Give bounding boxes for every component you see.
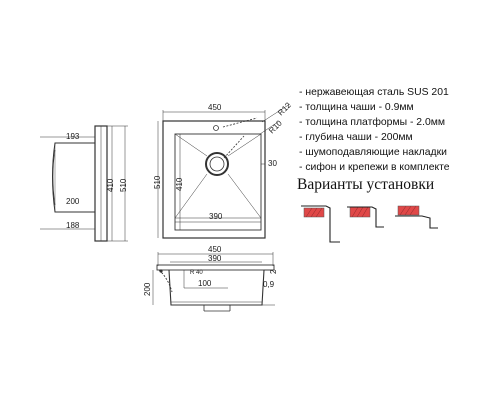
front-width-450-label: 450	[208, 245, 222, 254]
front-small-40-label: 40	[196, 270, 203, 276]
front-depth-label: 200	[143, 282, 152, 296]
front-step-label: 2	[269, 269, 278, 274]
offset-30-label: 30	[268, 159, 277, 168]
side-view	[40, 125, 128, 242]
spec-item: - глубина чаши - 200мм	[299, 132, 413, 143]
spec-item: - толщина чаши - 0.9мм	[299, 102, 414, 113]
spec-item: - сифон и крепежи в комплекте	[299, 162, 450, 173]
spec-item: - нержавеющая сталь SUS 201	[299, 87, 449, 98]
top-view	[157, 103, 291, 239]
spec-item: - толщина платформы - 2.0мм	[299, 117, 446, 128]
top-view-leaders	[222, 117, 258, 159]
undermount-install-icon	[395, 205, 438, 229]
front-drain-label: 100	[198, 279, 212, 288]
front-view-marker	[159, 269, 163, 273]
bowl-height-label: 410	[175, 177, 184, 191]
front-thickness-label: 0,9	[263, 280, 275, 289]
side-height-410-label: 410	[106, 178, 115, 192]
side-bottom-label: 188	[66, 221, 80, 230]
radius-outer-label: R12	[276, 100, 293, 117]
top-width-label: 450	[208, 103, 222, 112]
front-small-r-label: R	[190, 270, 195, 276]
radius-inner-label: R10	[267, 118, 284, 135]
spec-item: - шумоподавляющие накладки	[299, 147, 447, 158]
spec-list: - нержавеющая сталь SUS 201 - толщина ча…	[299, 85, 450, 175]
bowl-width-label: 390	[209, 212, 223, 221]
side-depth-label: 200	[66, 197, 80, 206]
install-variants-title: Варианты установки	[297, 176, 435, 193]
flush-install-icon	[347, 206, 384, 228]
top-height-label: 510	[153, 175, 162, 189]
side-depth-top-label: 193	[66, 132, 80, 141]
front-width-390-label: 390	[208, 254, 222, 263]
side-height-510-label: 510	[119, 178, 128, 192]
front-view	[152, 252, 275, 312]
overmount-install-icon	[301, 205, 340, 243]
front-view-leader	[158, 269, 173, 293]
